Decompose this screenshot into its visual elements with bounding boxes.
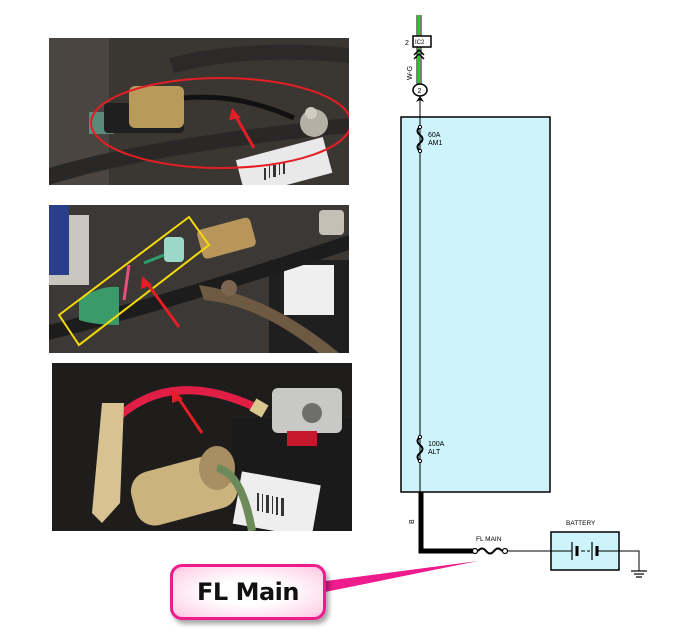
battery-label: BATTERY (566, 520, 596, 527)
photo-connector-circled (49, 38, 349, 185)
connector-top-pin: 2 (405, 40, 409, 47)
fl-main-terminal-right (501, 547, 509, 555)
photo-fusible-link-red (52, 363, 352, 531)
wire-to-ground (619, 550, 640, 571)
fl-main-callout-label: FL Main (197, 578, 299, 606)
fl-main-fuse-icon (477, 547, 503, 555)
junction-block (400, 116, 551, 493)
wire-main-color-label: B (409, 519, 416, 524)
connector-lower-pin: 2 (418, 88, 422, 95)
wire-main-b (418, 492, 473, 554)
fuse-am1-name: AM1 (428, 140, 443, 147)
fuse-am1-rating: 60A (428, 132, 441, 139)
fuse-am1-icon (416, 126, 424, 152)
ground-icon (631, 570, 647, 578)
fl-main-label: FL MAIN (476, 536, 502, 543)
wire-top-color-label: W-G (407, 66, 414, 80)
fuse-alt-icon (416, 436, 424, 462)
fuse-alt-name: ALT (428, 449, 441, 456)
fl-main-callout: FL Main (170, 564, 326, 620)
fuse-alt-rating: 100A (428, 441, 445, 448)
connector-top-id: IC2 (415, 40, 425, 46)
connector-chevron-1 (413, 48, 425, 56)
connector-top-box (412, 35, 432, 48)
connector-chevron-2 (413, 52, 425, 60)
fl-main-terminal-left (471, 547, 479, 555)
battery-icon (551, 542, 619, 560)
photo-connector-boxed (49, 205, 349, 353)
callout-pointer (318, 561, 478, 593)
